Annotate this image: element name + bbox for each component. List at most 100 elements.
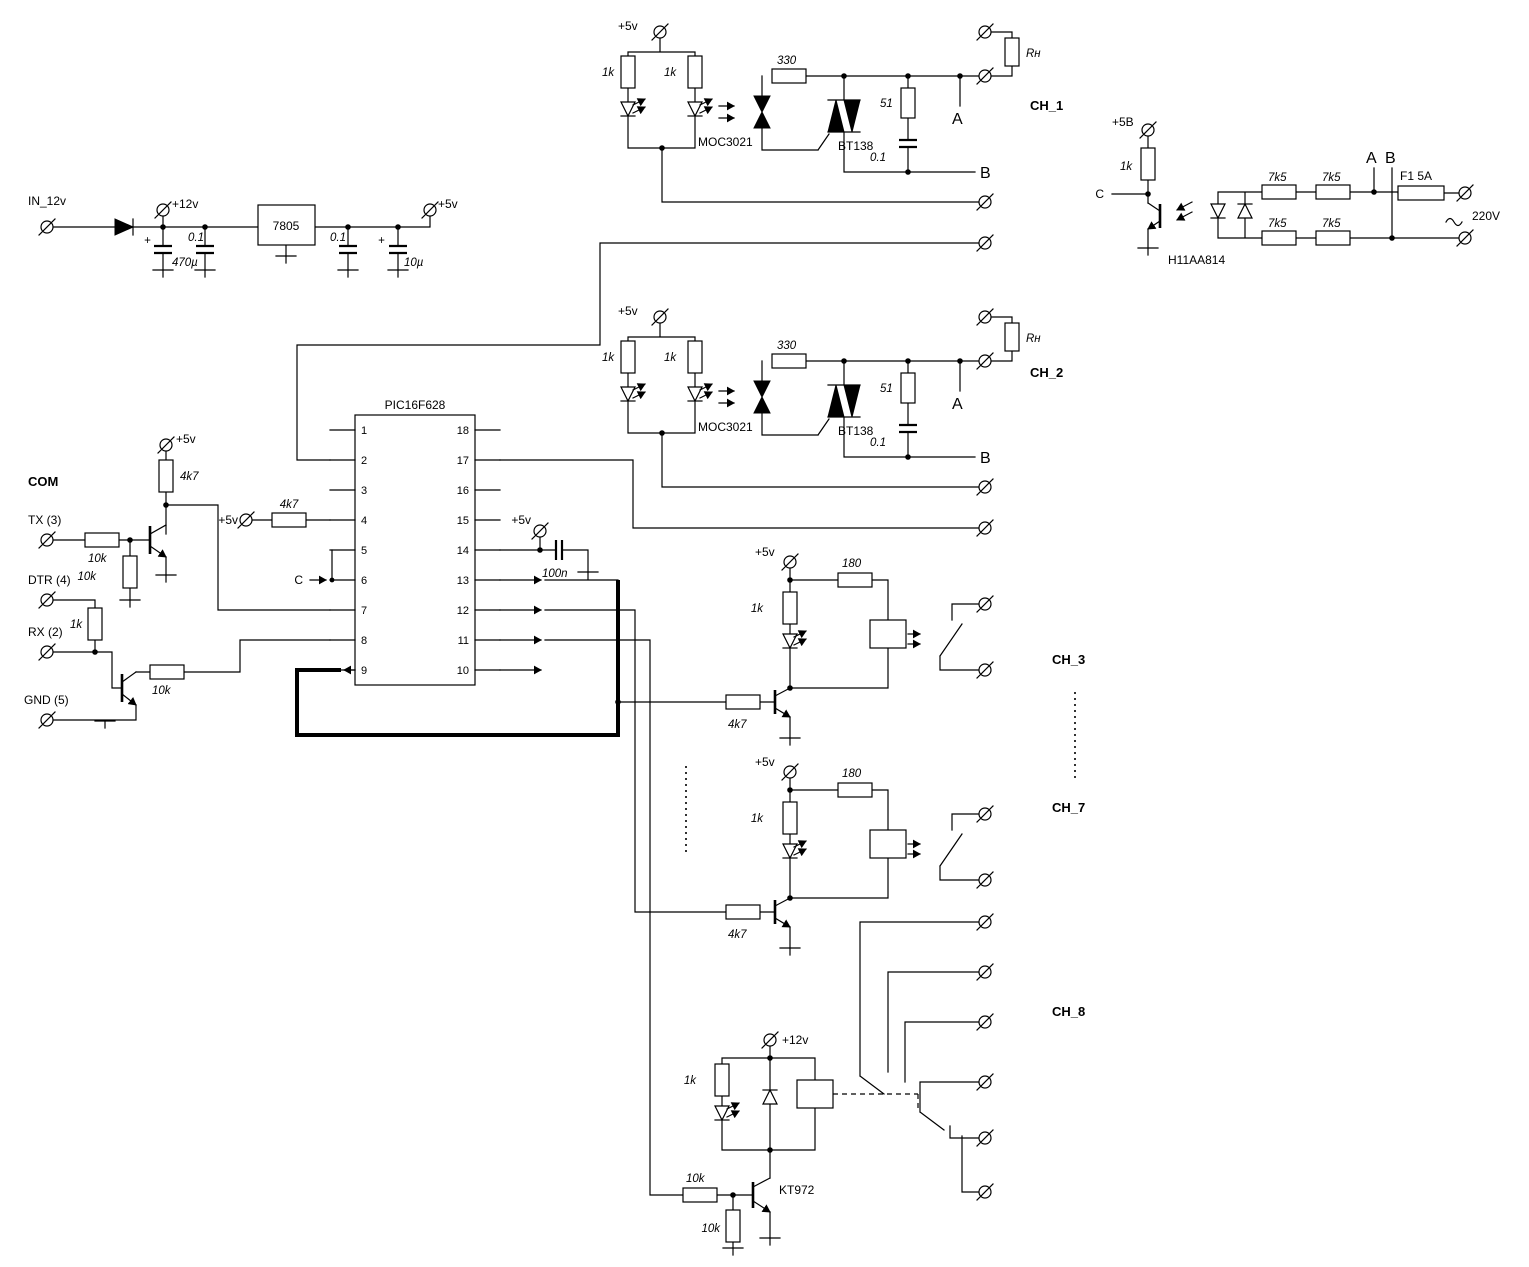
resistor-value: 1k	[664, 67, 677, 79]
pin-number: 4	[361, 515, 367, 527]
led	[620, 386, 636, 403]
transistor-collector	[774, 687, 791, 697]
channel-7: +5v 180 1k 4k7 CH_7	[725, 755, 1085, 956]
pin-number: 7	[361, 605, 367, 617]
led-arrow	[699, 391, 713, 400]
opto-led	[687, 101, 703, 118]
mcu-block: PIC16F628 1 2 3 4 5 6 7 8 9 18 17 16 15 …	[218, 398, 599, 686]
net-b-label: B	[980, 450, 991, 467]
relay-coil	[869, 829, 907, 859]
opto-input-diode	[1210, 203, 1226, 220]
resistor-value: 51	[880, 98, 893, 110]
v5-label: +5v	[755, 755, 775, 769]
led	[782, 843, 798, 860]
resistor-value: 10k	[77, 571, 97, 583]
pin-number: 11	[458, 635, 469, 647]
wire	[499, 536, 589, 573]
cap-plus: +	[378, 235, 385, 247]
pin-number: 2	[361, 455, 367, 467]
net-a-label: A	[952, 111, 963, 128]
resistor	[620, 55, 636, 89]
resistor	[84, 532, 120, 548]
wire	[759, 777, 979, 949]
v5-label: +5v	[618, 304, 638, 318]
transistor-emitter	[752, 1200, 771, 1213]
net-b-label: B	[1385, 150, 1396, 167]
resistor-value: 330	[777, 340, 797, 352]
tx-label: TX (3)	[28, 513, 61, 527]
resistor	[271, 512, 307, 528]
load-label: Rн	[1026, 333, 1041, 345]
led	[620, 101, 636, 118]
led-arrow	[632, 391, 646, 400]
transistor-label: KT972	[779, 1183, 815, 1197]
transistor-emitter	[774, 917, 791, 928]
v5-label: +5v	[618, 19, 638, 33]
channel-name: CH_3	[1052, 652, 1085, 667]
resistor	[158, 459, 174, 493]
resistor-value: 1k	[70, 619, 83, 631]
wire	[53, 215, 431, 271]
pin-number: 9	[361, 665, 367, 677]
regulator-label: 7805	[273, 219, 300, 233]
v5-label: +5v	[218, 513, 238, 527]
led-arrow	[793, 630, 807, 639]
pin-number: 15	[457, 515, 469, 527]
resistor-value: 7k5	[1268, 218, 1287, 230]
resistor-value: 180	[842, 768, 862, 780]
wire	[544, 579, 727, 1196]
led-arrow	[699, 383, 713, 392]
cap-value: 10µ	[404, 257, 424, 269]
wire	[759, 567, 979, 739]
channel-name: CH_7	[1052, 800, 1085, 815]
led-arrow	[726, 1102, 740, 1111]
resistor	[682, 1187, 718, 1203]
net-a-label: A	[952, 396, 963, 413]
resistor-value: 7k5	[1322, 218, 1341, 230]
resistor	[87, 607, 103, 641]
resistor-value: 10k	[152, 685, 172, 697]
resistor-value: 180	[842, 558, 862, 570]
rx-label: RX (2)	[28, 625, 63, 639]
led-arrow	[632, 383, 646, 392]
triac-label: BT138	[838, 424, 874, 438]
led-arrow	[699, 106, 713, 115]
cap-plates	[899, 138, 917, 149]
led-arrow	[793, 840, 807, 849]
pin-number: 14	[457, 545, 469, 557]
resistor	[771, 68, 807, 84]
resistor	[1140, 147, 1156, 181]
resistor-value: 1k	[751, 603, 764, 615]
net-a-label: A	[1366, 150, 1377, 167]
resistor-value: 330	[777, 55, 797, 67]
dtr-label: DTR (4)	[28, 573, 71, 587]
channel-name: CH_2	[1030, 365, 1063, 380]
led	[714, 1105, 730, 1122]
resistor	[837, 782, 873, 798]
clock-label: C	[294, 573, 303, 587]
v5-label: +5v	[176, 432, 196, 446]
pin-number: 18	[457, 425, 469, 437]
transistor-collector	[752, 1177, 771, 1188]
cap-value: 100n	[542, 568, 568, 580]
v12-label: +12v	[172, 197, 198, 211]
channel-name: CH_1	[1030, 98, 1063, 113]
pin-number: 16	[457, 485, 469, 497]
input-label: IN_12v	[28, 194, 66, 208]
signal-label: C	[1095, 187, 1104, 201]
resistor-value: 10k	[686, 1173, 706, 1185]
zero-cross-detector: +5B 1k C H11AA814 7k5 7k5 7k5 7k5 A B F1…	[1095, 115, 1500, 267]
load-label: Rн	[1026, 48, 1041, 60]
resistor	[900, 372, 916, 404]
pin-number: 12	[457, 605, 469, 617]
resistor-value: 7k5	[1322, 172, 1341, 184]
v5-label: +5v	[438, 197, 458, 211]
resistor-value: 4k7	[728, 929, 747, 941]
resistor	[725, 1209, 741, 1243]
load-resistor	[1004, 37, 1020, 67]
led	[782, 633, 798, 650]
resistor-value: 4k7	[728, 719, 747, 731]
transistor-collector	[1147, 202, 1161, 212]
ac-wave-icon	[1445, 217, 1463, 227]
load-resistor	[1004, 322, 1020, 352]
